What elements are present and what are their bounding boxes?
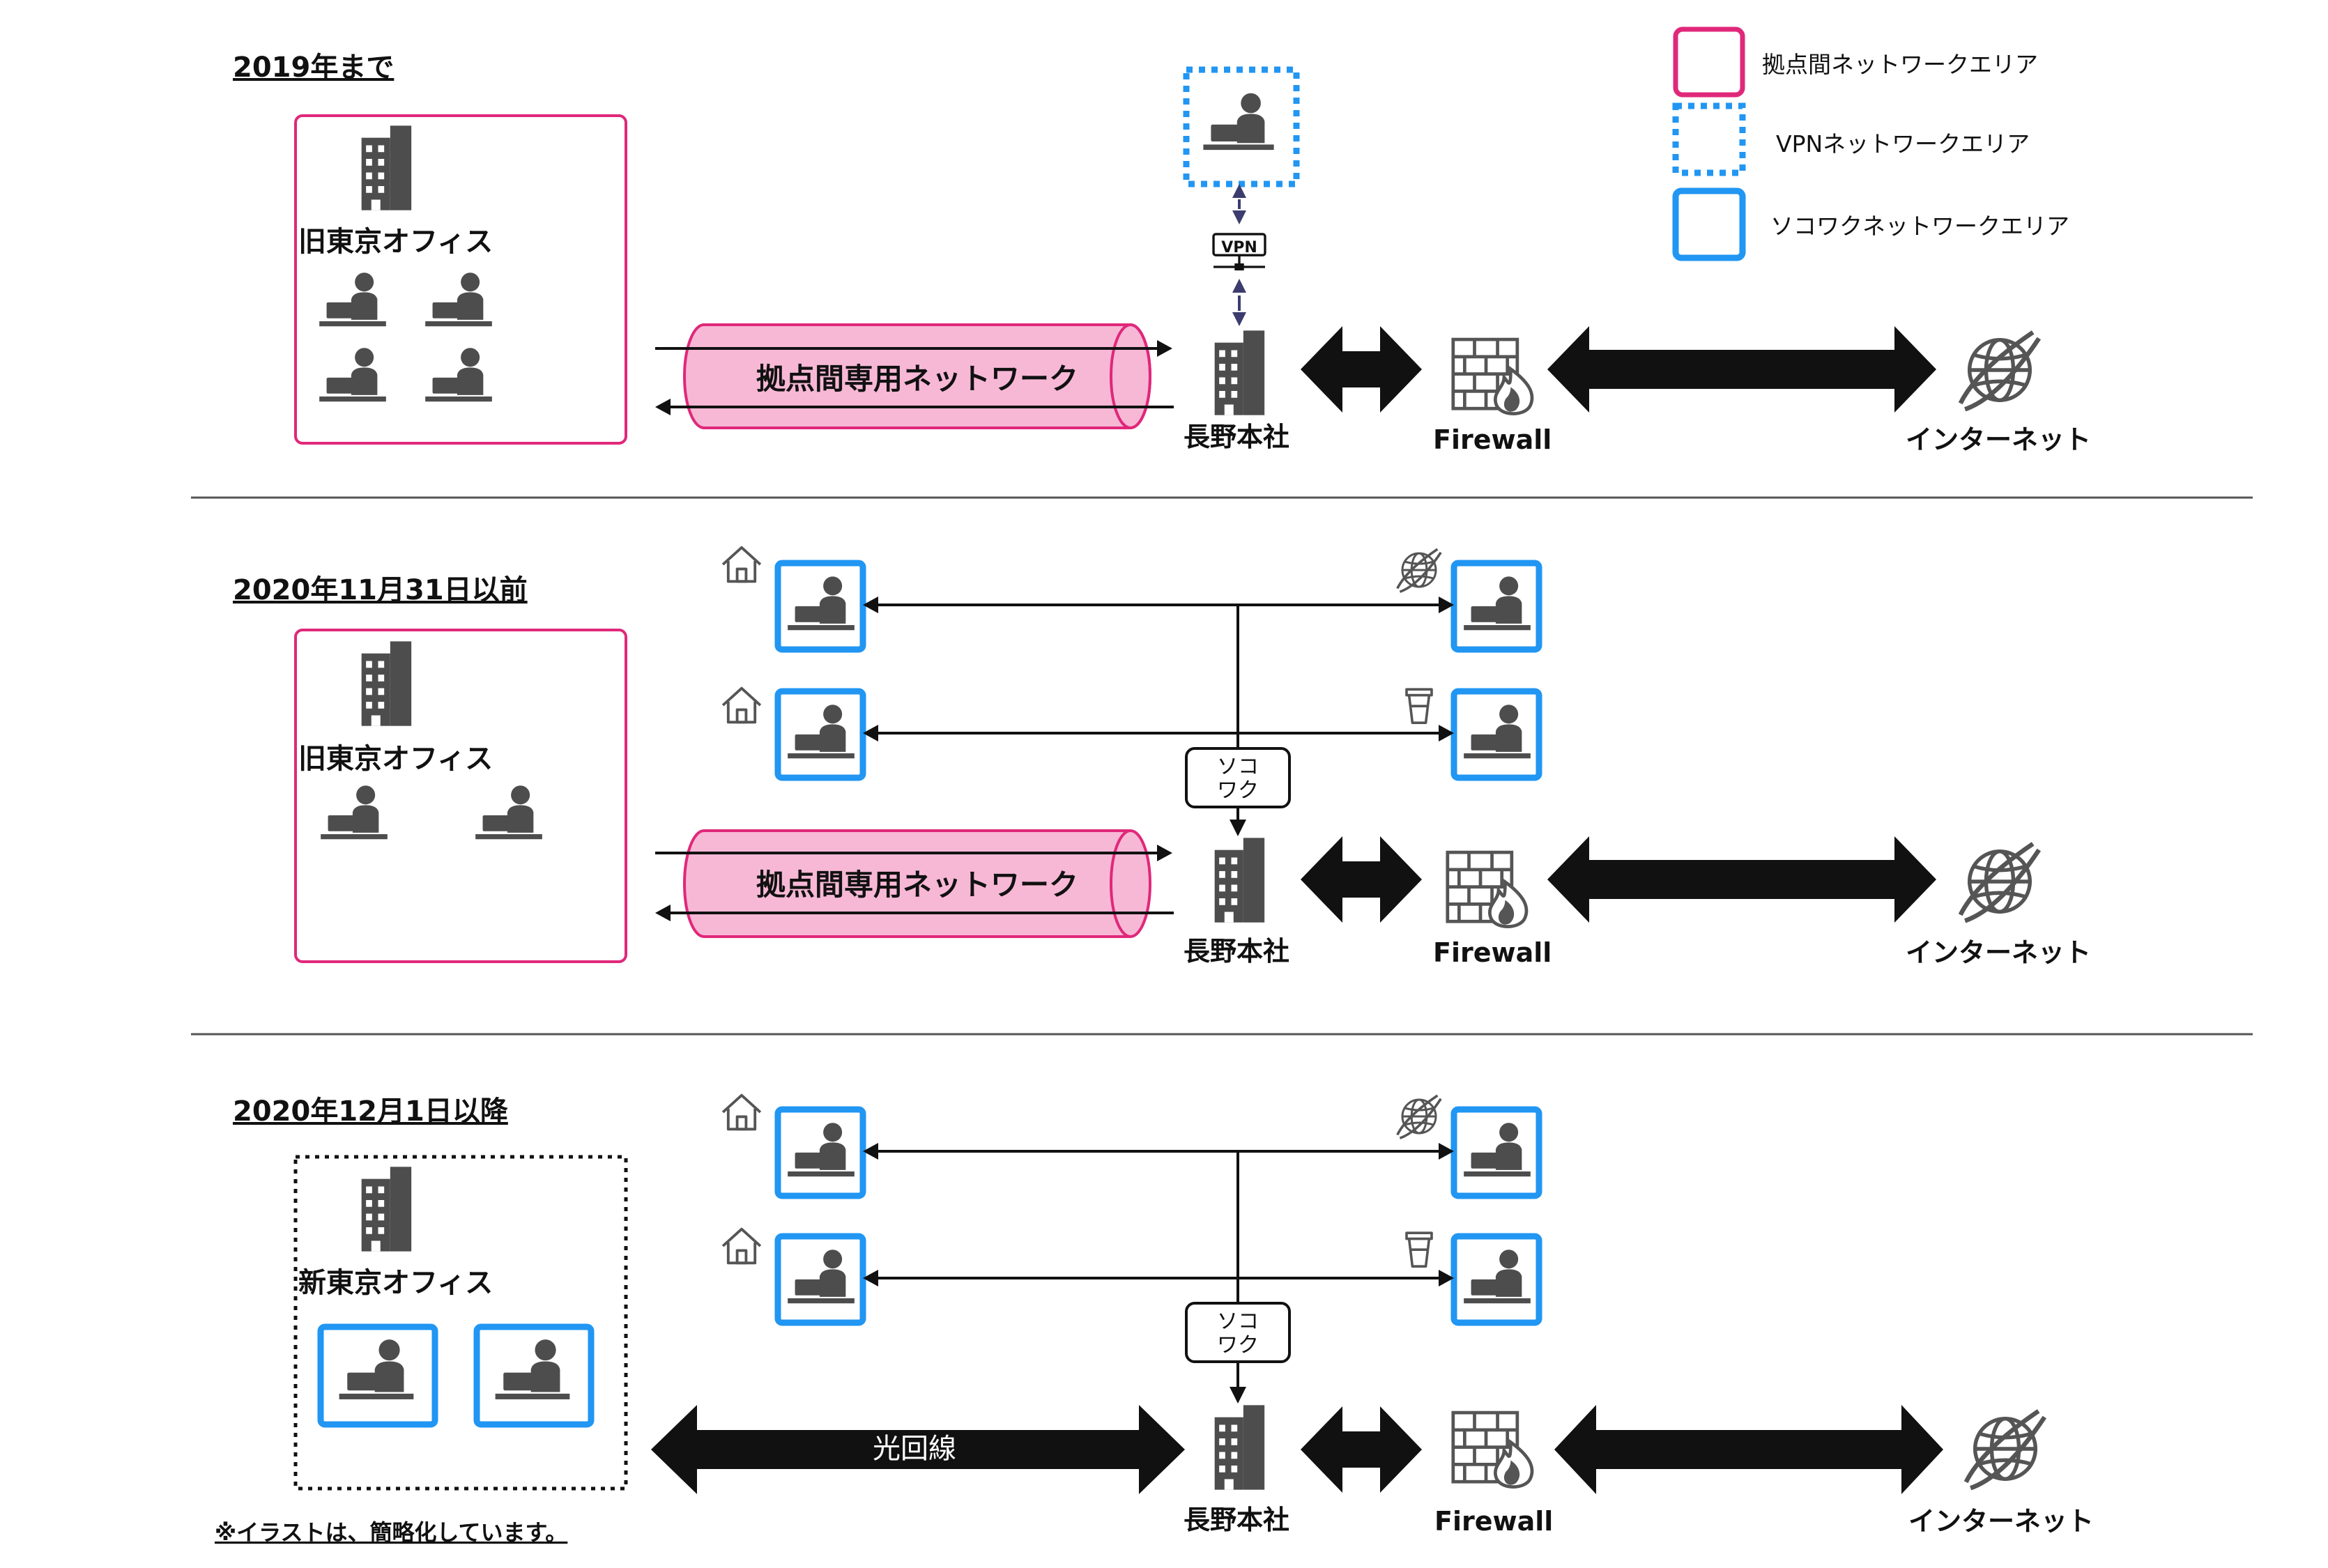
firewall-label: Firewall xyxy=(1434,1506,1553,1537)
sokowaku-gateway xyxy=(1185,1302,1291,1363)
double-arrow xyxy=(1547,836,1936,923)
sokowaku-area-box xyxy=(774,1106,866,1199)
legend-swatch-blue-solid xyxy=(1672,187,1746,261)
double-arrow xyxy=(1301,326,1422,413)
globe-icon xyxy=(1396,1094,1442,1139)
dedicated-network-tunnel: 拠点間専用ネットワーク xyxy=(683,323,1151,429)
sokowaku-area-box xyxy=(774,1233,866,1326)
fiber-line-arrow xyxy=(651,1405,1185,1494)
double-arrow xyxy=(1301,1406,1422,1493)
worker-icon xyxy=(339,1339,414,1399)
worker-icon xyxy=(425,348,492,402)
vpn-area-box xyxy=(1183,66,1300,187)
internet-label: インターネット xyxy=(1906,424,2091,455)
sokowaku-area-box xyxy=(473,1323,595,1428)
legend: 拠点間ネットワークエリア VPNネットワークエリア ソコワクネットワークエリア xyxy=(1672,26,2069,261)
building-icon xyxy=(361,641,412,726)
tunnel-label: 拠点間専用ネットワーク xyxy=(756,868,1078,902)
office-label: 旧東京オフィス xyxy=(298,743,493,775)
footnote: ※イラストは、簡略化しています。 xyxy=(215,1519,567,1546)
worker-icon xyxy=(319,272,386,327)
worker-icon xyxy=(1464,1250,1531,1304)
worker-icon xyxy=(425,272,492,327)
worker-icon xyxy=(788,1123,855,1177)
sokowaku-area-box xyxy=(774,688,866,781)
section-2020-before: 2020年11月31日以前 旧東京オフィス ソコ ワク xyxy=(233,546,2091,968)
firewall-label: Firewall xyxy=(1433,424,1552,455)
worker-icon xyxy=(321,785,388,840)
office-label: 旧東京オフィス xyxy=(298,226,493,258)
legend-swatch-blue-dotted xyxy=(1672,102,1746,176)
internet-label: インターネット xyxy=(1906,937,2091,968)
globe-icon xyxy=(1961,844,2039,921)
legend-label: VPNネットワークエリア xyxy=(1776,130,2030,157)
worker-icon xyxy=(788,1250,855,1304)
section-2020-after: 2020年12月1日以降 新東京オフィス ソコ ワク 光回線 xyxy=(215,1093,2094,1546)
worker-icon xyxy=(475,785,542,840)
worker-icon xyxy=(788,576,855,631)
firewall-label: Firewall xyxy=(1433,937,1552,968)
building-icon xyxy=(1214,838,1265,923)
section-title: 2020年12月1日以降 xyxy=(233,1096,508,1128)
fiber-label: 光回線 xyxy=(873,1433,956,1465)
worker-icon xyxy=(1464,705,1531,759)
legend-label: ソコワクネットワークエリア xyxy=(1770,213,2069,240)
house-icon xyxy=(721,1227,762,1265)
worker-icon xyxy=(1464,1123,1531,1177)
worker-icon xyxy=(495,1339,570,1399)
sokowaku-area-box xyxy=(317,1323,438,1428)
office-area-box xyxy=(294,629,627,963)
hq-label: 長野本社 xyxy=(1184,422,1289,452)
office-label: 新東京オフィス xyxy=(298,1267,493,1299)
building-icon xyxy=(361,125,412,210)
legend-label: 拠点間ネットワークエリア xyxy=(1762,51,2038,78)
double-arrow xyxy=(1547,326,1936,413)
sokowaku-label: ソコ xyxy=(1217,755,1259,779)
worker-icon xyxy=(788,705,855,759)
double-arrow xyxy=(1554,1405,1943,1494)
section-title: 2019年まで xyxy=(233,52,394,84)
firewall-icon xyxy=(1448,852,1526,927)
hq-label: 長野本社 xyxy=(1184,936,1289,967)
sokowaku-label: ワク xyxy=(1217,1333,1259,1358)
coffee-cup-icon xyxy=(1405,1231,1433,1268)
sokowaku-area-box xyxy=(1450,1233,1542,1326)
section-title: 2020年11月31日以前 xyxy=(233,574,528,606)
tunnel-label: 拠点間専用ネットワーク xyxy=(756,362,1078,396)
double-arrow xyxy=(1301,836,1422,923)
section-2019: 2019年まで 旧東京オフィス 拠点間専用ネットワーク VPN xyxy=(233,52,2091,455)
globe-icon xyxy=(1966,1411,2045,1488)
house-icon xyxy=(721,546,762,583)
house-icon xyxy=(721,686,762,724)
firewall-icon xyxy=(1453,339,1532,414)
sokowaku-label: ワク xyxy=(1217,778,1259,803)
worker-icon xyxy=(1464,576,1531,631)
building-icon xyxy=(1214,330,1265,415)
sokowaku-area-box xyxy=(1450,1106,1542,1199)
worker-icon xyxy=(1203,93,1274,151)
building-icon xyxy=(361,1167,412,1252)
globe-icon xyxy=(1396,548,1442,594)
legend-swatch-pink-solid xyxy=(1673,26,1745,98)
sokowaku-area-box xyxy=(1450,560,1542,653)
office-area-box xyxy=(293,1155,628,1491)
sokowaku-label: ソコ xyxy=(1217,1309,1259,1334)
internet-label: インターネット xyxy=(1908,1506,2094,1537)
worker-icon xyxy=(319,348,386,402)
building-icon xyxy=(1214,1405,1265,1490)
office-area-box xyxy=(294,114,627,445)
sokowaku-area-box xyxy=(774,560,866,653)
firewall-icon xyxy=(1453,1413,1532,1487)
sokowaku-gateway xyxy=(1185,747,1291,808)
coffee-cup-icon xyxy=(1405,688,1433,724)
globe-icon xyxy=(1961,332,2039,409)
house-icon xyxy=(721,1093,762,1131)
dedicated-network-tunnel: 拠点間専用ネットワーク xyxy=(683,829,1151,938)
hq-label: 長野本社 xyxy=(1184,1505,1289,1535)
vpn-label: VPN xyxy=(1221,239,1257,256)
sokowaku-area-box xyxy=(1450,688,1542,781)
